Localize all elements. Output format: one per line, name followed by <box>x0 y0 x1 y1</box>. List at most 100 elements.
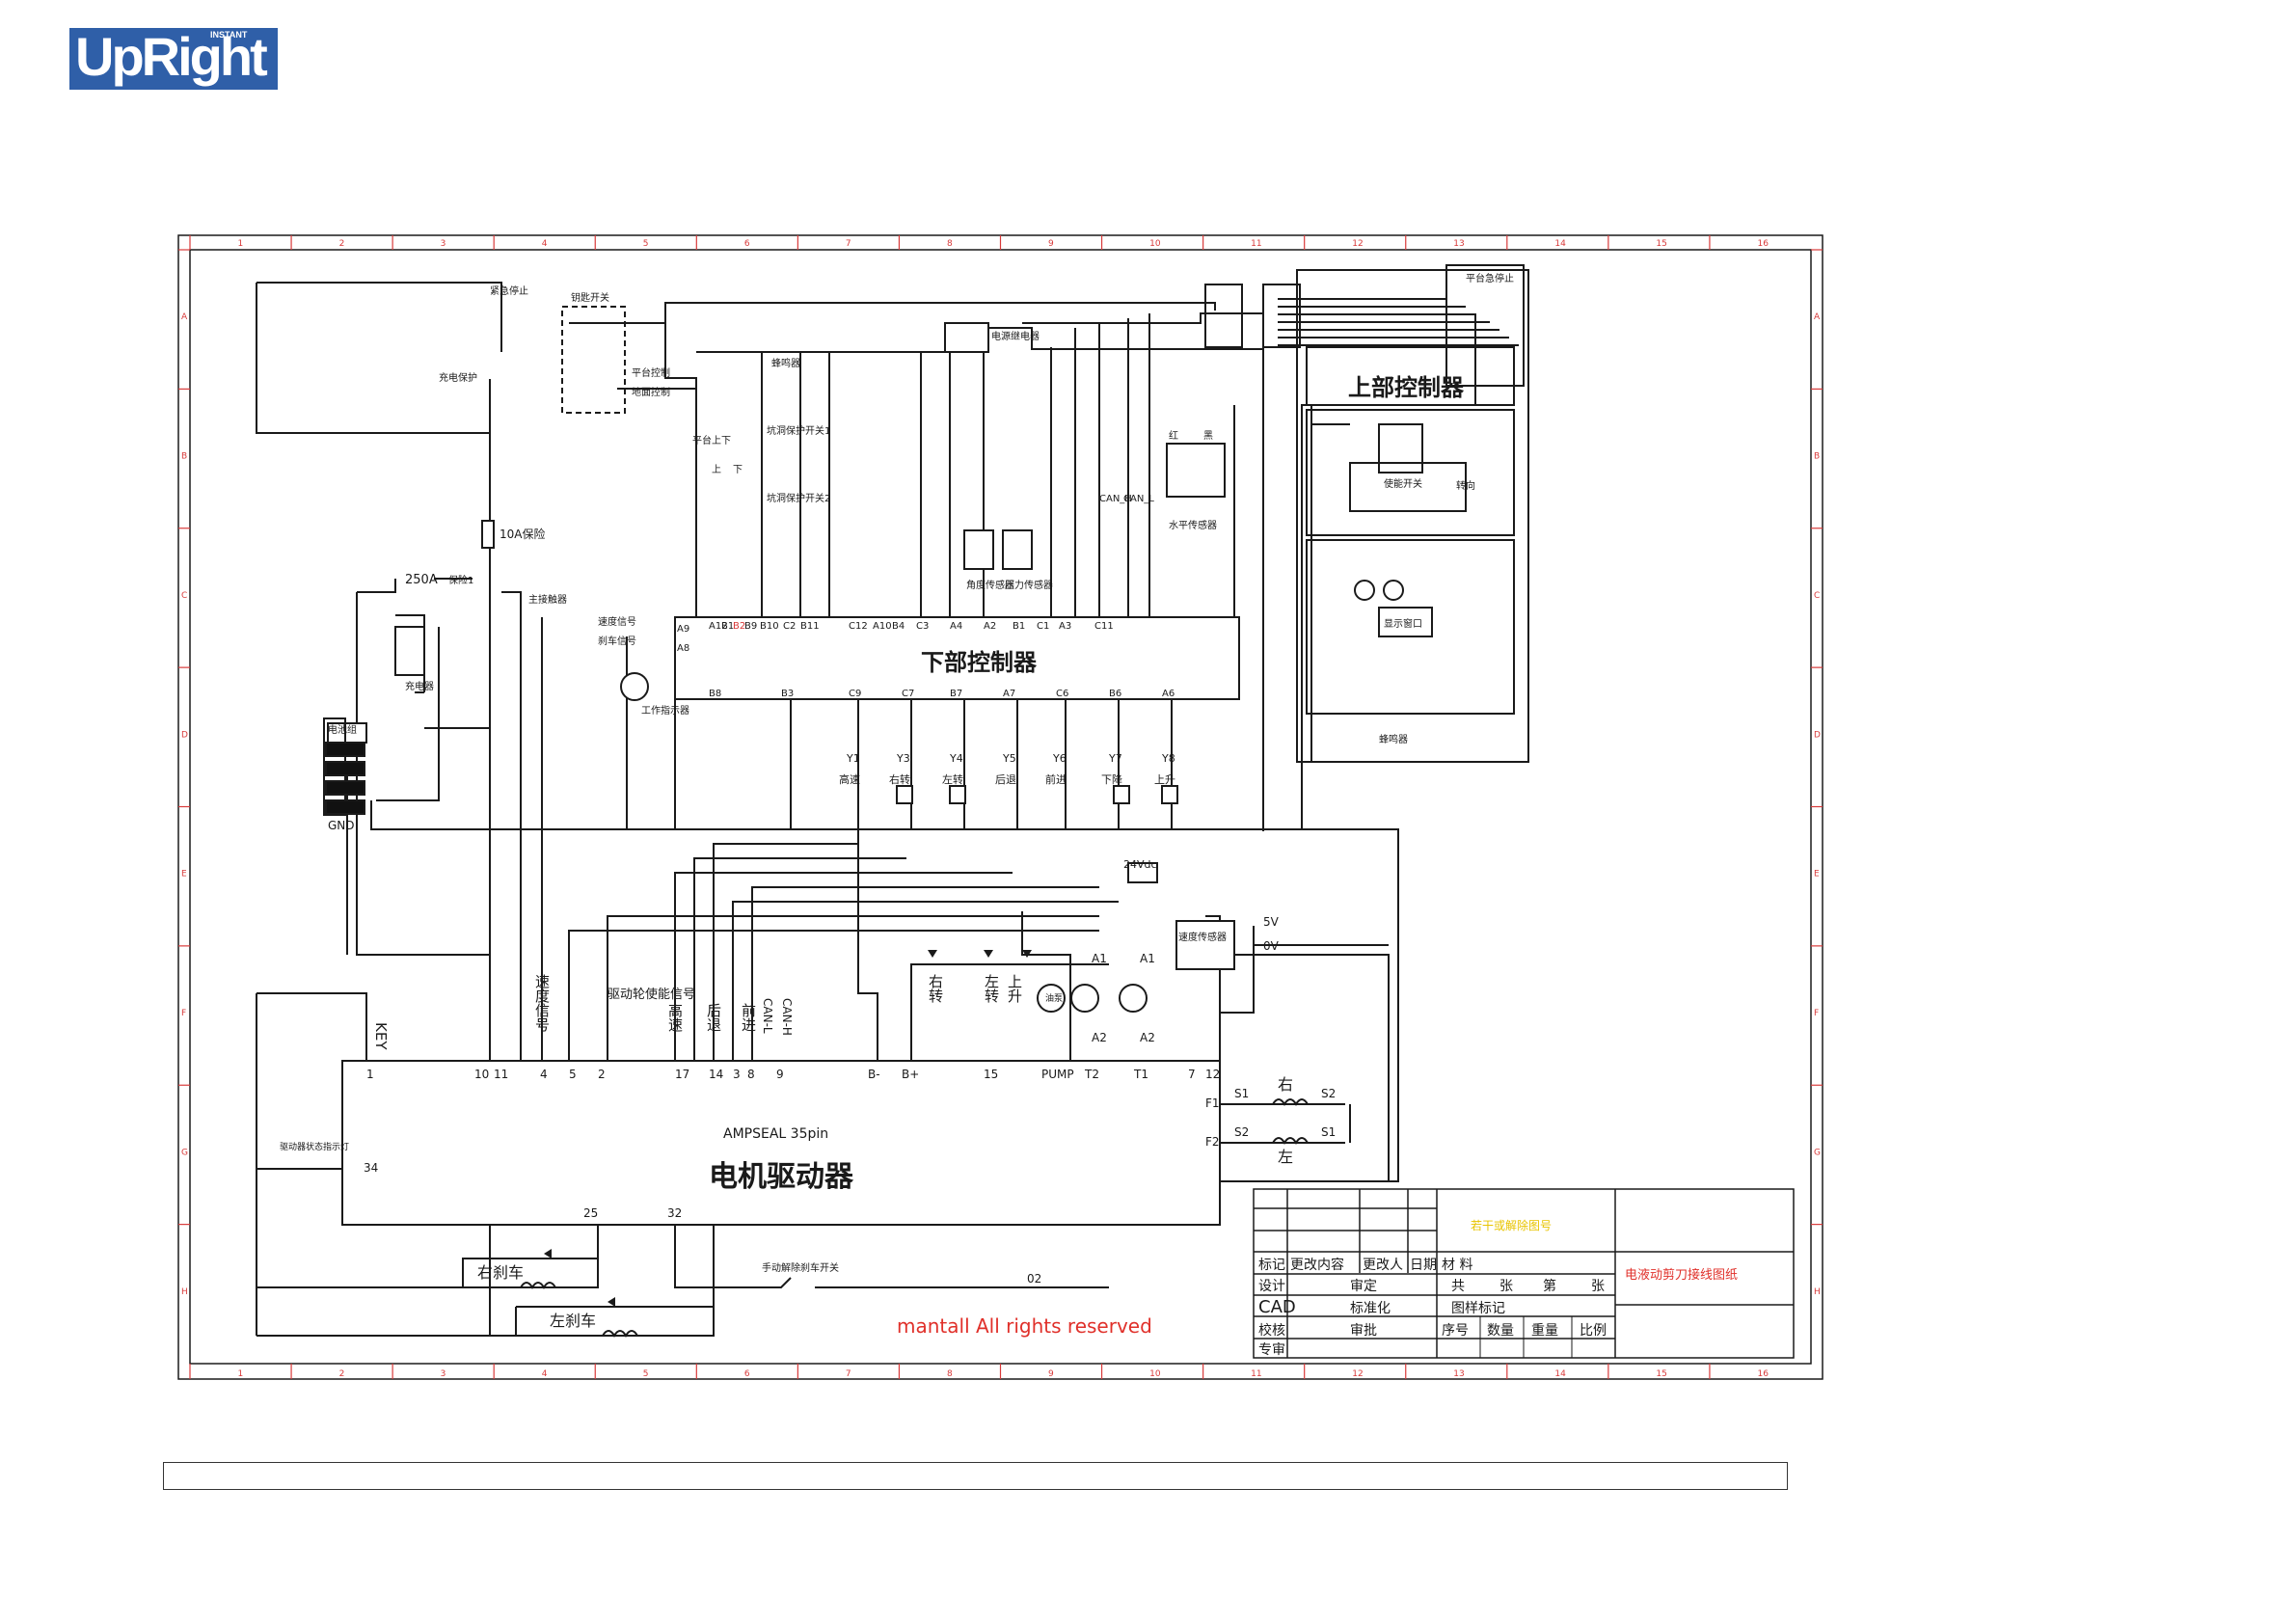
ground-control-label: 地面控制 <box>632 386 670 398</box>
charger-label: 充电器 <box>405 680 434 692</box>
valve-label-Y4: 左转 <box>942 772 963 786</box>
frame-row-right-F: F <box>1814 1009 1819 1018</box>
motors <box>620 580 1404 1013</box>
back-label: 后退 <box>705 1003 722 1032</box>
frame-row-right-A: A <box>1814 312 1821 322</box>
emergency-stop-label: 紧急停止 <box>490 284 528 297</box>
frame-ticks <box>178 235 1823 1379</box>
field-s2-top: S2 <box>1321 1087 1336 1100</box>
main-contactor-label: 主接触器 <box>528 593 567 606</box>
frame-col-top-8: 8 <box>947 239 953 249</box>
lower-pin-top-12: A2 <box>984 621 996 632</box>
relay-box <box>944 322 989 353</box>
v5-label: 5V <box>1263 915 1280 929</box>
battery-label: 电池组 <box>328 723 357 736</box>
frame-labels: 1122334455667788991010111112121313141415… <box>181 239 1821 1379</box>
frame-col-top-13: 13 <box>1453 239 1464 249</box>
pothole-1-label: 坑洞保护开关1 <box>767 424 830 437</box>
key-switch-label: 钥匙开关 <box>571 291 609 304</box>
red-wire-label: 红 <box>1169 429 1178 442</box>
frame-col-top-9: 9 <box>1048 239 1054 249</box>
lower-pin-top-6: B11 <box>800 621 820 632</box>
frame-col-bottom-12: 12 <box>1352 1369 1363 1379</box>
valve-id-Y4: Y4 <box>949 752 963 765</box>
lower-pin-top-0: A12 <box>709 621 728 632</box>
frame-col-bottom-1: 1 <box>238 1369 244 1379</box>
driver-pin-13: 15 <box>984 1068 998 1081</box>
frame-row-left-G: G <box>181 1148 188 1157</box>
valve-id-Y8: Y8 <box>1161 752 1175 765</box>
platform-estop-label: 平台急停止 <box>1466 272 1514 284</box>
driver-pin-9: 8 <box>747 1068 755 1081</box>
can-h-driver-label: CAN-H <box>780 998 794 1036</box>
driver-f2: F2 <box>1205 1135 1220 1149</box>
logo-tag: INSTANT <box>210 30 248 40</box>
lower-pin-top-16: C11 <box>1094 621 1114 632</box>
platform-control-label: 平台控制 <box>632 366 670 379</box>
tb-r1-4: 材 料 <box>1442 1258 1472 1273</box>
tb-r1-2: 更改人 <box>1363 1258 1403 1273</box>
platform-up-down-label: 平台上下 <box>692 434 731 447</box>
driver-pin-7: 14 <box>709 1068 723 1081</box>
frame-col-bottom-9: 9 <box>1048 1369 1054 1379</box>
valve-label-Y8: 上升 <box>1154 773 1175 786</box>
right-brake-label: 右刹车 <box>477 1263 524 1282</box>
a1-left-label: A1 <box>1092 952 1107 965</box>
angle-sensor-label: 角度传感器 <box>966 579 1014 591</box>
lower-pin-top-9: B4 <box>892 621 905 632</box>
lower-pin-a9: A9 <box>677 624 689 635</box>
working-light-label: 工作指示器 <box>641 704 689 717</box>
field-right-label: 右 <box>1278 1075 1293 1094</box>
logo-wordmark: UpRight <box>75 26 268 87</box>
tb-r3-0: CAD <box>1258 1297 1296 1317</box>
v24-label: 24Vdc <box>1123 858 1157 871</box>
tilt-sensor-label: 水平传感器 <box>1169 519 1217 531</box>
frame-col-bottom-8: 8 <box>947 1369 953 1379</box>
frame-col-top-12: 12 <box>1352 239 1363 249</box>
frame-row-left-F: F <box>181 1009 186 1018</box>
lower-pin-top-14: C1 <box>1037 621 1049 632</box>
frame-col-bottom-13: 13 <box>1453 1369 1464 1379</box>
tb-r2-1: 审定 <box>1350 1279 1377 1294</box>
up-label: 上 <box>712 464 721 475</box>
lower-pin-top-1: B1 <box>721 621 734 632</box>
title-block-note: 若干或解除图号 <box>1471 1218 1552 1232</box>
frame-row-left-E: E <box>181 870 187 880</box>
speed-signal-input-label: 速度信号 <box>598 615 636 628</box>
frame-col-bottom-5: 5 <box>643 1369 649 1379</box>
valve-id-Y5: Y5 <box>1002 752 1016 765</box>
frame-row-right-C: C <box>1814 591 1820 601</box>
lower-pin-bottom-6: C6 <box>1056 689 1068 699</box>
frame-col-top-3: 3 <box>441 239 446 249</box>
tb-r3-1: 标准化 <box>1350 1301 1391 1316</box>
buzzer-label: 蜂鸣器 <box>771 357 800 369</box>
lower-pin-top-11: A4 <box>950 621 962 632</box>
lower-pin-bottom-2: C9 <box>849 689 861 699</box>
up-driver-label: 上升 <box>1006 974 1023 1003</box>
tb-r4-0: 校核 <box>1258 1322 1285 1339</box>
lower-pin-top-13: B1 <box>1013 621 1025 632</box>
frame-col-bottom-2: 2 <box>339 1369 345 1379</box>
frame-col-top-5: 5 <box>643 239 649 249</box>
left-turn-label: 左转 <box>983 974 1000 1003</box>
upper-buzzer-label: 蜂鸣器 <box>1379 733 1408 745</box>
component-boxes <box>323 264 1529 1226</box>
fuse-10a-label: 10A保险 <box>500 527 545 541</box>
driver-bottom-pin-1: 32 <box>667 1206 682 1220</box>
high-speed-label: 高速 <box>666 1003 684 1033</box>
a1-right-label: A1 <box>1140 952 1155 965</box>
forward-label: 前进 <box>740 1003 757 1032</box>
lower-pin-bottom-8: A6 <box>1162 689 1175 699</box>
driver-pin-5: 2 <box>598 1068 606 1081</box>
tb-r2-2: 共 <box>1451 1279 1465 1294</box>
frame-col-bottom-15: 15 <box>1656 1369 1666 1379</box>
fuse-1-label: 保险1 <box>448 574 473 586</box>
tb-r4-5: 比例 <box>1580 1323 1607 1339</box>
frame-col-top-4: 4 <box>542 239 548 249</box>
speed-signal-label: 速度信号 <box>533 974 551 1033</box>
driver-pin-2: 11 <box>494 1068 508 1081</box>
driver-pin-3: 4 <box>540 1068 548 1081</box>
